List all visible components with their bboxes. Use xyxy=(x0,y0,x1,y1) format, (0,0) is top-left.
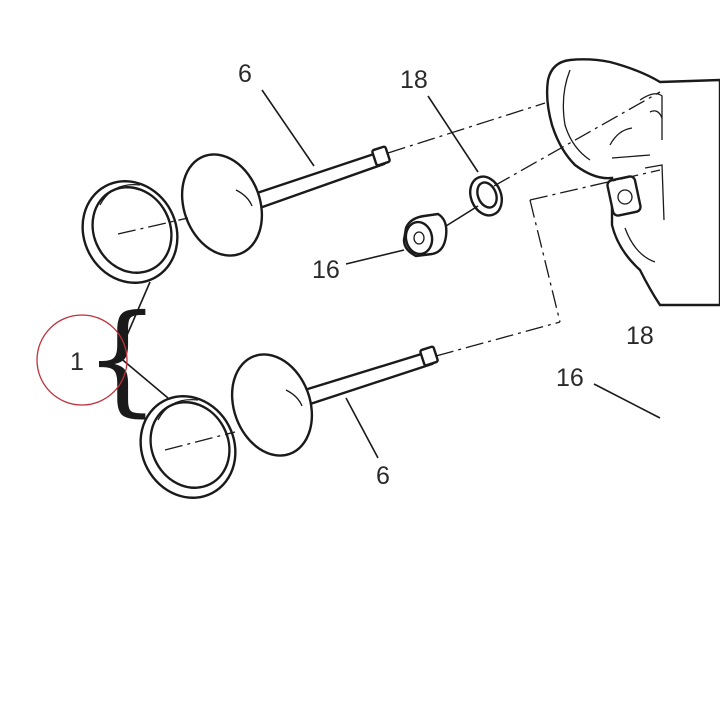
valve-upper xyxy=(180,145,391,257)
callout-valve-lower: 6 xyxy=(376,462,390,490)
highlight-circle xyxy=(36,314,128,406)
callout-seat-group: 1 xyxy=(70,348,84,376)
cylinder-head xyxy=(545,58,720,307)
callout-cap-upper: 16 xyxy=(312,256,340,284)
callout-cap-right: 16 xyxy=(556,364,584,392)
group-brace: { xyxy=(84,290,160,429)
callout-valve-upper: 6 xyxy=(238,60,252,88)
leader-lines xyxy=(117,89,661,459)
valve-seat-upper xyxy=(81,180,179,284)
valve-seat-lower xyxy=(139,395,237,499)
valve-lower xyxy=(230,345,439,457)
callout-seal-right: 18 xyxy=(626,322,654,350)
stem-seal-upper xyxy=(469,175,503,217)
callout-seal-upper: 18 xyxy=(400,66,428,94)
cap-upper xyxy=(402,212,448,258)
assembly-axis-lines xyxy=(117,91,661,451)
